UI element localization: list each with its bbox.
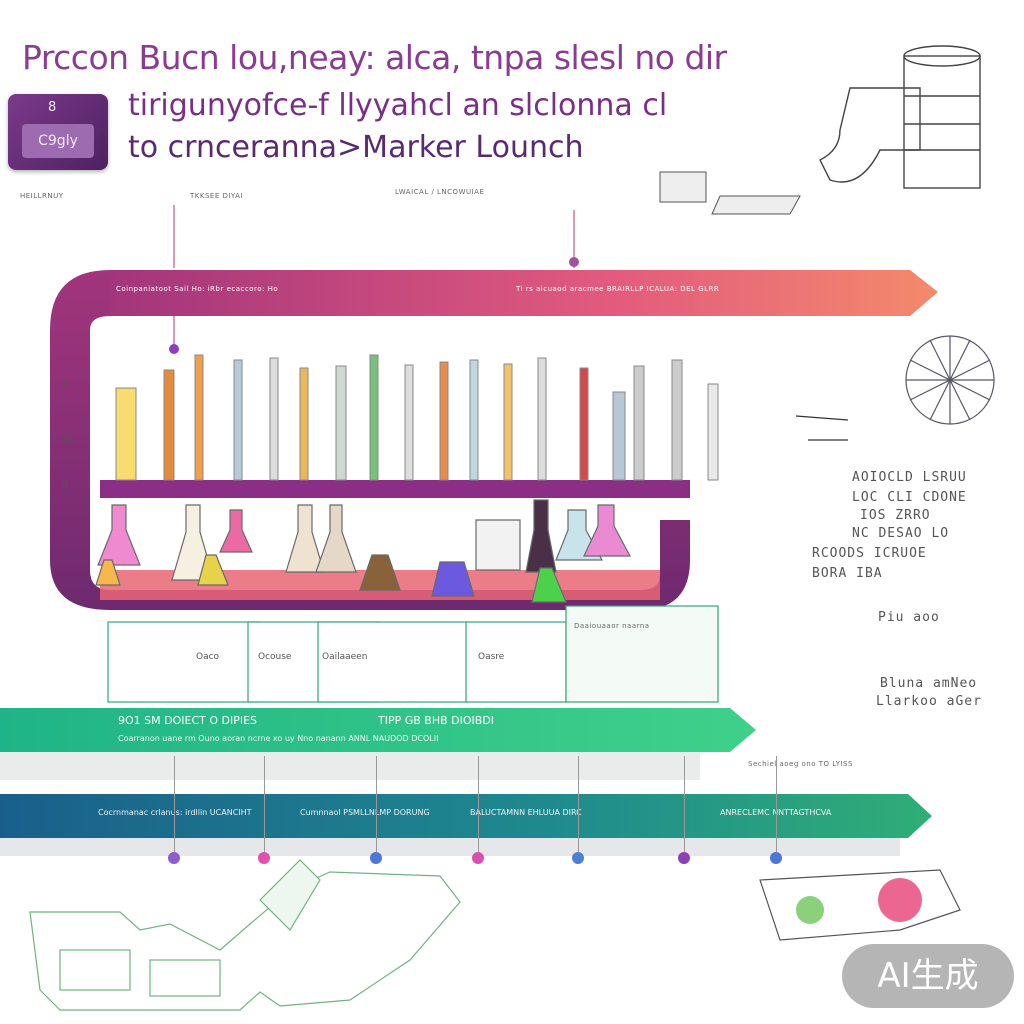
connector-line <box>578 756 579 852</box>
badge-top-label: 8 <box>48 100 57 115</box>
ai-generated-watermark: AI生成 <box>842 944 1014 1008</box>
title-line-2: tirigunyofce-f llyyahcl an slclonna cl <box>128 88 668 123</box>
header-cap-3: LWAICAL / LNCOWUIAE <box>395 188 485 196</box>
teal-band-item-2: Cumnnaol PSMLLNLMP DORUNG <box>300 808 430 817</box>
machine-icon <box>819 45 981 189</box>
header-cap-1: HEILLRNUY <box>20 192 64 200</box>
test-tubes <box>115 354 719 481</box>
green-band-title-right: TIPP GB BHB DIOIBDI <box>378 714 495 727</box>
pipeline-left-2: 0G <box>62 436 75 446</box>
connector-dot <box>258 852 270 864</box>
right-note-4: NC DESAO LO <box>852 526 950 541</box>
pipeline-top-labels-right: Ti rs aicuaod aracmee BRAIRLLP ICALUA: D… <box>516 285 720 293</box>
right-note-2: LOC CLI CDONE <box>852 490 967 505</box>
pipeline-left-3: 0 <box>62 480 68 490</box>
connector-line <box>376 756 377 852</box>
connector-line <box>776 756 777 852</box>
tiles-row <box>107 605 719 703</box>
right-note-9: Llarkoo aGer <box>876 694 982 709</box>
right-note-8: Bluna amNeo <box>880 676 978 691</box>
badge-inner-label: C9gly <box>22 124 94 158</box>
title-line-1: Prccon Bucn lou,neay: alca, tnpa slesl n… <box>22 38 727 77</box>
flasks <box>95 499 631 603</box>
connector-dot <box>572 852 584 864</box>
right-card-label: Daaiouaaor naarna <box>574 622 650 630</box>
tile-label-1: Oaco <box>196 652 220 662</box>
green-band <box>0 708 756 752</box>
header-cap-2: TKKSEE DIYAI <box>190 192 244 200</box>
teal-band <box>0 794 932 838</box>
connector-line <box>478 756 479 852</box>
green-band-title-left: 9O1 SM DOIECT O DIPIES <box>118 714 258 727</box>
connector-dot <box>370 852 382 864</box>
teal-band-item-3: BALUCTAMNN EHLUUA DIRC <box>470 808 582 817</box>
bottom-machinery <box>29 859 461 1011</box>
right-note-6: BORA IBA <box>812 566 883 581</box>
top-connectors <box>169 205 579 354</box>
connector-dot <box>678 852 690 864</box>
connector-line <box>264 756 265 852</box>
side-note: Sechiel aoeg ono TO LYISS <box>748 760 853 768</box>
tray-icon <box>659 171 801 215</box>
pipeline-top-labels-left: Coinpaniatoot Sail Ho: iRbr ecaccoro: Ho <box>116 285 279 293</box>
tile-label-3: Oailaaeen <box>322 652 368 662</box>
logo-badge: 8 C9gly <box>8 94 108 170</box>
connector-line <box>174 756 175 852</box>
pipeline-left-1: 0 <box>62 380 68 390</box>
tile-label-4: Oasre <box>478 652 505 662</box>
right-note-7: Piu aoo <box>878 610 940 625</box>
connector-line <box>684 756 685 852</box>
teal-band-item-4: ANRECLEMC NNTTAGTHCVA <box>720 808 832 817</box>
connector-dot <box>472 852 484 864</box>
green-band-sub: Coarranon uane rm Ouno aoran ncrne xo uy… <box>118 734 439 743</box>
bottom-right-machine <box>759 869 961 941</box>
connector-dot <box>770 852 782 864</box>
title-line-3: to crnceranna>Marker Lounch <box>128 130 584 165</box>
mesh-sphere-icon <box>905 335 995 425</box>
right-note-3: IOS ZRRO <box>860 508 931 523</box>
right-note-5: RCOODS ICRUOE <box>812 546 927 561</box>
tile-label-2: Ocouse <box>258 652 292 662</box>
right-note-1: AOIOCLD LSRUU <box>852 470 967 485</box>
connector-dot <box>168 852 180 864</box>
